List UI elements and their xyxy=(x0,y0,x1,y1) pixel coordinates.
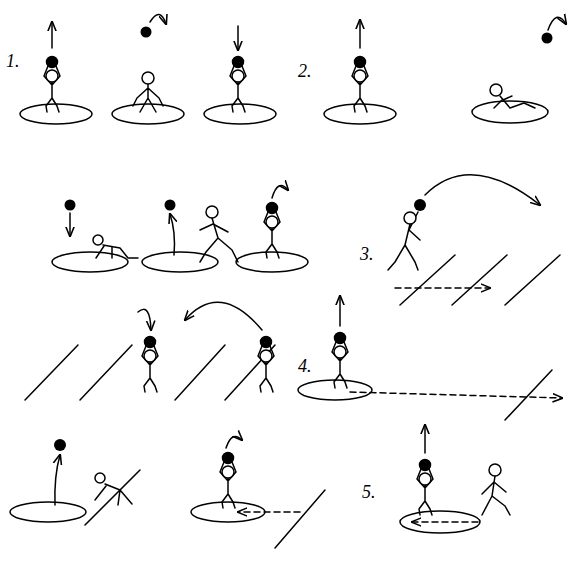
exercise-five-part xyxy=(412,521,478,523)
exercise-two-part xyxy=(472,101,548,123)
exercise-two-part xyxy=(200,218,238,262)
exercise-one-part xyxy=(237,26,239,50)
exercise-four xyxy=(10,296,562,548)
exercise-two-part xyxy=(52,252,128,272)
exercise-four-part xyxy=(54,439,66,451)
exercise-two-part xyxy=(352,57,368,113)
exercise-one-part xyxy=(133,84,163,112)
exercise-number: 1. xyxy=(6,52,20,70)
exercise-five-part xyxy=(400,511,480,533)
exercise-two-part xyxy=(69,213,71,236)
drill-illustration-part xyxy=(10,14,566,548)
exercise-four-part xyxy=(85,470,140,525)
exercise-four-part xyxy=(95,473,105,483)
exercise-five-part xyxy=(424,425,426,453)
exercise-three-part xyxy=(142,337,158,393)
exercise-two-part xyxy=(142,252,218,272)
exercise-number: 5. xyxy=(362,483,376,501)
exercise-one-part xyxy=(204,104,276,124)
exercise-four-part xyxy=(238,511,300,513)
exercise-one-part xyxy=(20,104,92,124)
exercise-three-part xyxy=(452,255,507,305)
exercise-three-part xyxy=(395,287,490,289)
exercise-two-part xyxy=(264,203,280,259)
exercise-three-part xyxy=(404,212,416,224)
exercise-one xyxy=(20,14,276,124)
exercise-four-part xyxy=(350,392,562,398)
exercise-three xyxy=(25,175,560,400)
exercise-two-part xyxy=(96,245,138,258)
exercise-four-part xyxy=(55,455,60,505)
exercise-two-part xyxy=(93,235,103,245)
exercise-four-part xyxy=(505,370,552,420)
exercise-two-part xyxy=(359,20,361,48)
exercise-number: 3. xyxy=(360,245,374,263)
exercise-one-part xyxy=(51,22,53,48)
exercise-two-part xyxy=(170,214,175,255)
exercise-two-part xyxy=(542,33,553,44)
exercise-one-part xyxy=(44,57,60,113)
exercise-four-part xyxy=(220,453,236,509)
exercise-number: 4. xyxy=(298,357,312,375)
exercise-one-part xyxy=(150,14,166,24)
exercise-three-part xyxy=(25,345,78,400)
exercise-four-part xyxy=(275,490,325,548)
exercise-two-part xyxy=(494,96,535,108)
exercise-three-part xyxy=(138,309,151,330)
exercise-four-part xyxy=(226,436,242,448)
exercise-two-part xyxy=(206,206,218,218)
exercise-three-part xyxy=(185,302,262,330)
exercise-number: 2. xyxy=(298,62,312,80)
exercise-two-part xyxy=(165,200,176,211)
exercise-four-part xyxy=(339,296,341,326)
exercise-three-part xyxy=(175,345,225,400)
exercise-two xyxy=(52,17,566,272)
exercise-four-part xyxy=(332,333,348,389)
exercise-five xyxy=(400,425,510,533)
exercise-one-part xyxy=(230,57,246,113)
exercise-five-part xyxy=(482,476,510,515)
exercise-one-part xyxy=(142,72,154,84)
exercise-two-part xyxy=(236,252,308,272)
exercise-four-part xyxy=(95,484,132,505)
exercise-four-part xyxy=(10,502,86,522)
exercise-one-part xyxy=(112,104,184,124)
exercise-two-part xyxy=(324,104,396,124)
exercise-two-part xyxy=(490,84,502,96)
exercise-three-part xyxy=(400,255,455,305)
exercise-three-part xyxy=(258,337,274,393)
exercise-five-part xyxy=(489,464,501,476)
exercise-two-part xyxy=(548,17,566,30)
exercise-two-part xyxy=(65,200,76,211)
exercise-four-part xyxy=(298,380,372,400)
exercise-five-part xyxy=(417,460,433,516)
exercise-three-part xyxy=(80,345,132,400)
exercise-one-part xyxy=(141,27,152,38)
exercise-three-part xyxy=(388,212,420,270)
exercise-three-part xyxy=(505,255,560,305)
exercise-two-part xyxy=(272,186,288,199)
exercise-three-part xyxy=(414,199,426,211)
exercise-three-part xyxy=(425,175,540,205)
